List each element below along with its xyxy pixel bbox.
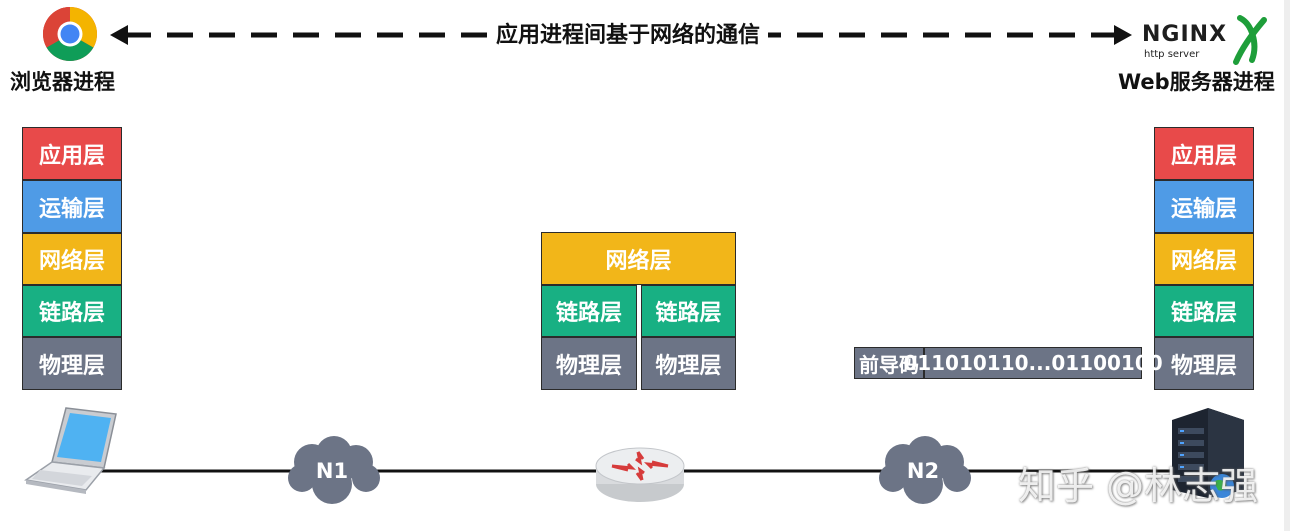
- server-link-layer: 链路层: [1154, 285, 1254, 337]
- frame-preamble: 前导码: [854, 347, 924, 379]
- client-network-layer: 网络层: [22, 233, 122, 285]
- chrome-icon: [42, 6, 98, 62]
- router-physical-layer-right: 物理层: [641, 337, 736, 390]
- server-network-layer: 网络层: [1154, 233, 1254, 285]
- client-link-layer: 链路层: [22, 285, 122, 337]
- page-edge: [1284, 0, 1290, 531]
- router-link-layer-right: 链路层: [641, 285, 736, 337]
- frame-bitstream: 011010110...01100100: [903, 347, 1163, 379]
- router-physical-layer-left: 物理层: [541, 337, 637, 390]
- network-n1-label: N1: [315, 459, 349, 483]
- network-n2-label: N2: [906, 459, 940, 483]
- network-n2-cloud-icon: [879, 436, 971, 504]
- server-physical-layer: 物理层: [1154, 337, 1254, 390]
- laptop-icon: [24, 407, 117, 494]
- server-process-label: Web服务器进程: [1118, 70, 1275, 94]
- router-link-layer-left: 链路层: [541, 285, 637, 337]
- nginx-wordmark: NGINX: [1142, 22, 1228, 47]
- server-application-layer: 应用层: [1154, 127, 1254, 180]
- client-application-layer: 应用层: [22, 127, 122, 180]
- network-n1-cloud-icon: [288, 436, 380, 504]
- communication-banner: 应用进程间基于网络的通信: [488, 18, 769, 54]
- browser-process-label: 浏览器进程: [10, 70, 115, 94]
- watermark: 知乎 @林志强: [1018, 464, 1259, 508]
- router-network-layer: 网络层: [541, 232, 736, 285]
- nginx-logo: NGINX http server: [1140, 14, 1275, 66]
- client-transport-layer: 运输层: [22, 180, 122, 233]
- server-transport-layer: 运输层: [1154, 180, 1254, 233]
- client-physical-layer: 物理层: [22, 337, 122, 390]
- nginx-subtitle: http server: [1144, 49, 1200, 60]
- router-icon: [595, 447, 685, 502]
- server-icon: [1172, 408, 1244, 498]
